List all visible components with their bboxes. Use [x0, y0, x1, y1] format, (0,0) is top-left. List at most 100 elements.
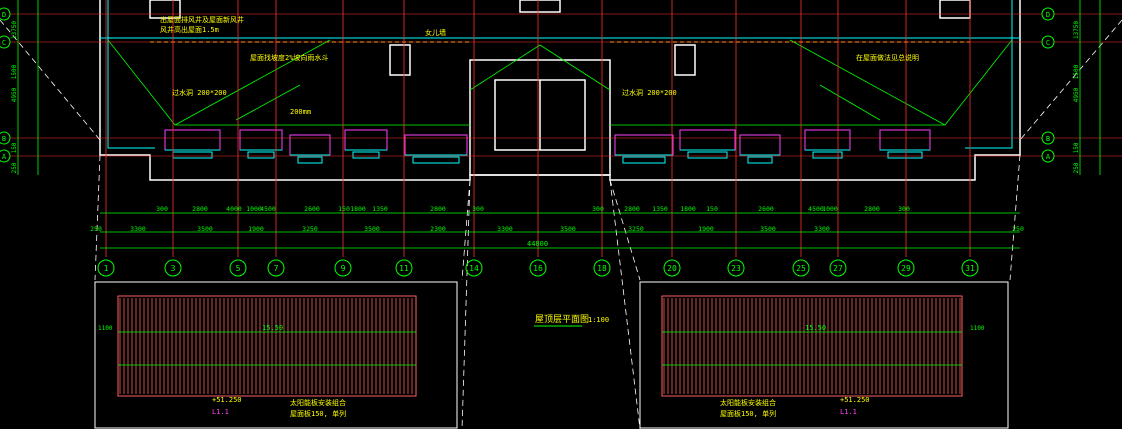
axis-bubble: [395, 259, 413, 277]
dim-label-1: 300: [898, 205, 910, 213]
side-dim-left: 150: [11, 142, 18, 153]
window-frame: [412, 156, 460, 164]
axis-label: 5: [236, 264, 241, 273]
dim-label-2: 3250: [628, 225, 644, 233]
detail-leader-lines: [0, 19, 1122, 429]
axis-bubble: [593, 259, 611, 277]
axis-bubble: [465, 259, 483, 277]
dim-label-2: 3250: [302, 225, 318, 233]
note-fresh-air-2: 风井高出屋面1.5m: [160, 25, 219, 34]
note-roof-slope: 屋面找坡度2%坡向雨水斗: [250, 53, 328, 62]
side-dim-left: 13750: [11, 21, 18, 39]
drawing-scale: 1:100: [588, 316, 609, 324]
panel-array-left: [119, 298, 413, 394]
dim-label-1: 4000: [226, 205, 242, 213]
plan-right-note1: 太阳能板安装组合: [720, 398, 776, 407]
dim-label-1: 150: [706, 205, 718, 213]
dim-label-2: 3500: [364, 225, 380, 233]
axis-label: 7: [274, 264, 279, 273]
dim-label-2: 2300: [430, 225, 446, 233]
solar-plan-left: 15.50 1100 +51.250 L1.1 太阳能板安装组合 屋面板150,…: [94, 281, 458, 429]
window-frame: [297, 156, 323, 164]
axis-bubble: [727, 259, 745, 277]
dim-label-1: 2800: [192, 205, 208, 213]
side-dim-right: 4950: [1073, 87, 1080, 102]
side-dim-left: 4950: [11, 87, 18, 102]
dim-label-1: 2800: [430, 205, 446, 213]
axis-label: 1: [104, 264, 109, 273]
dim-label-1: 300: [592, 205, 604, 213]
axis-bubble: [792, 259, 810, 277]
axis-label: 25: [796, 264, 806, 273]
plan-right-elev: +51.250: [840, 396, 870, 404]
plan-left-ref: L1.1: [212, 408, 229, 416]
dim-label-2: 1900: [698, 225, 714, 233]
plan-left-elev: +51.250: [212, 396, 242, 404]
note-vent-left: 过水洞 200*200: [172, 88, 227, 97]
axis-label: 9: [341, 264, 346, 273]
dim-label-1: 2800: [624, 205, 640, 213]
row-label-left: B: [2, 135, 6, 143]
total-dimension: 44800: [527, 240, 548, 248]
side-dim-left: 1500: [11, 64, 18, 79]
axis-bubble: [164, 259, 182, 277]
axis-label: 16: [533, 264, 543, 273]
note-fresh-air: 出屋面排风井及屋面新风井: [160, 15, 244, 24]
window-strip: [164, 129, 931, 164]
panel-array-right: [663, 298, 961, 394]
dimension-lines: [17, 0, 1101, 249]
plan-left-dim: 15.50: [262, 324, 283, 332]
axis-bubble: [267, 259, 285, 277]
window-frame: [747, 156, 773, 164]
solar-plan-right: 15.50 1100 +51.250 L1.1 太阳能板安装组合 屋面板150,…: [639, 281, 1009, 429]
dim-label-1: 4500: [260, 205, 276, 213]
plan-right-dim: 15.50: [805, 324, 826, 332]
row-bubble-right: [1041, 149, 1055, 163]
drawing-title: 屋顶层平面图: [535, 314, 589, 325]
window-frame: [887, 151, 923, 159]
axis-label: 20: [667, 264, 677, 273]
annotation-group: 出屋面排风井及屋面新风井 风井高出屋面1.5m 过水洞 200*200 过水洞 …: [160, 15, 919, 116]
row-bubble-right: [1041, 7, 1055, 21]
axis-bubble: [229, 259, 247, 277]
axis-label: 27: [833, 264, 843, 273]
axis-grid: [0, 0, 1122, 257]
row-label-right: D: [1046, 11, 1050, 19]
dim-label-1: 1000: [822, 205, 838, 213]
axis-bubble: [897, 259, 915, 277]
row-label-left: C: [2, 39, 6, 47]
dim-label-1: 4500: [808, 205, 824, 213]
row-label-right: C: [1046, 39, 1050, 47]
dim-label-1: 2600: [758, 205, 774, 213]
row-label-left: A: [2, 153, 7, 161]
axis-label: 29: [901, 264, 911, 273]
axis-bubble: [334, 259, 352, 277]
dim-label-2: 3300: [130, 225, 146, 233]
dim-label-1: 2600: [304, 205, 320, 213]
plan-right-ref: L1.1: [840, 408, 857, 416]
dim-label-2: 250: [90, 225, 102, 233]
note-parapet: 女儿墙: [425, 28, 446, 37]
plan-left-side: 1100: [98, 325, 113, 332]
window-frame: [622, 156, 666, 164]
plan-left-note1: 太阳能板安装组合: [290, 398, 346, 407]
row-bubble-right: [1041, 35, 1055, 49]
dim-label-2: 250: [1012, 225, 1024, 233]
side-dim-right: 150: [1073, 142, 1080, 153]
side-dim-right: 13750: [1073, 21, 1080, 39]
axis-label: 18: [597, 264, 607, 273]
window-frame: [687, 151, 728, 159]
axis-label: 31: [965, 264, 975, 273]
dim-label-2: 1900: [248, 225, 264, 233]
axis-bubble: [829, 259, 847, 277]
dim-label-2: 3300: [814, 225, 830, 233]
axis-bubble: [529, 259, 547, 277]
note-vent-right: 过水洞 200*200: [622, 88, 677, 97]
plan-right-note2: 屋面板150, 单列: [720, 409, 776, 418]
row-bubble-right: [1041, 131, 1055, 145]
row-label-right: A: [1046, 153, 1051, 161]
side-dim-left: 250: [11, 162, 18, 173]
